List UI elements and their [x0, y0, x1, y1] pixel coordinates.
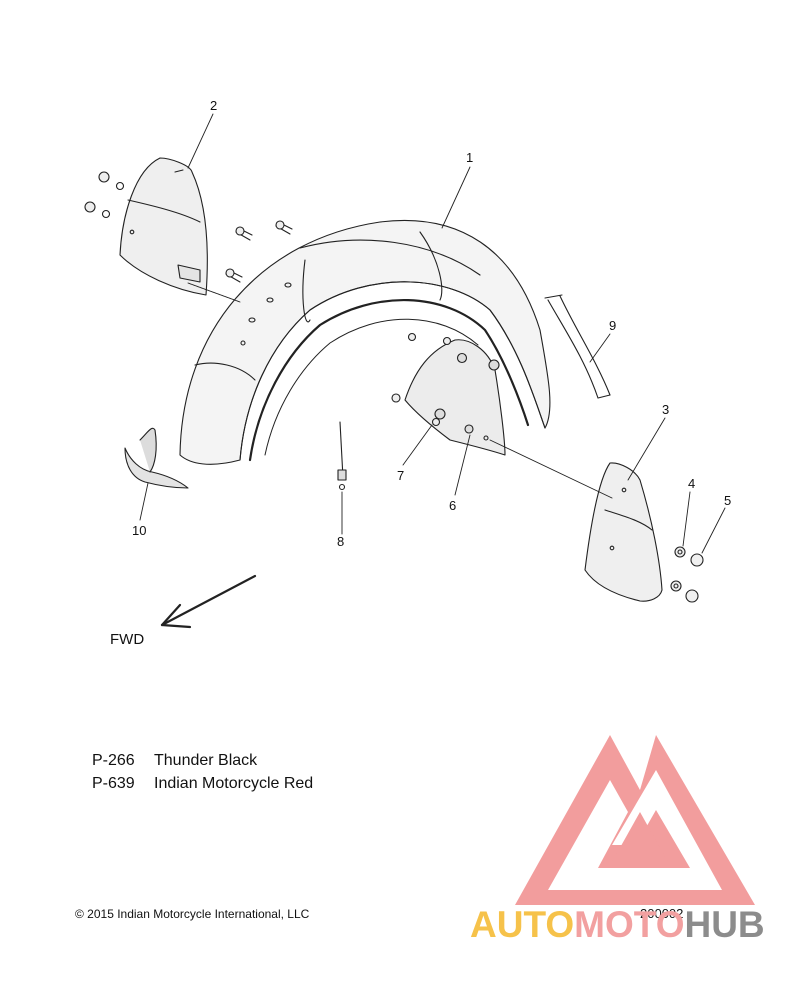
- color-option-row: P-639 Indian Motorcycle Red: [92, 775, 313, 793]
- callout-9: 9: [609, 318, 616, 333]
- watermark-text-part3: HUB: [684, 904, 765, 945]
- color-name: Indian Motorcycle Red: [154, 775, 314, 792]
- callout-2: 2: [210, 98, 217, 113]
- callout-numbers: 1 2 3 4 5 6 7 8 9 10: [132, 98, 731, 549]
- mounting-bracket: [391, 332, 506, 456]
- fwd-label: FWD: [110, 631, 145, 648]
- callout-6: 6: [449, 498, 456, 513]
- part-2-fasteners: [84, 171, 293, 283]
- color-option-row: P-266 Thunder Black: [92, 752, 257, 770]
- callout-10: 10: [132, 523, 146, 538]
- fender-trim-part-2: [119, 157, 208, 296]
- part-4-5-hardware: [670, 546, 704, 603]
- callout-5: 5: [724, 493, 731, 508]
- color-name: Thunder Black: [154, 752, 258, 769]
- color-code: P-266: [92, 752, 135, 769]
- wire-part-8: [337, 421, 347, 491]
- fender-trim-part-3: [584, 462, 663, 602]
- color-code: P-639: [92, 775, 135, 792]
- leader-lines: [139, 113, 726, 554]
- front-fender-part-1: [179, 219, 551, 465]
- copyright-notice: © 2015 Indian Motorcycle International, …: [75, 907, 310, 921]
- callout-3: 3: [662, 402, 669, 417]
- fender-ornament-part-10: [124, 427, 189, 489]
- automotohub-logo: [515, 735, 755, 905]
- watermark-text: AUTOMOTOHUB: [470, 904, 765, 946]
- callout-4: 4: [688, 476, 695, 491]
- callout-1: 1: [466, 150, 473, 165]
- forward-arrow: [160, 574, 257, 629]
- strip-part-9: [544, 294, 611, 399]
- document-number: 200002: [640, 906, 684, 921]
- watermark-text-part2: MOTO: [574, 904, 685, 945]
- callout-7: 7: [397, 468, 404, 483]
- callout-8: 8: [337, 534, 344, 549]
- watermark-text-part1: AUTO: [470, 904, 575, 945]
